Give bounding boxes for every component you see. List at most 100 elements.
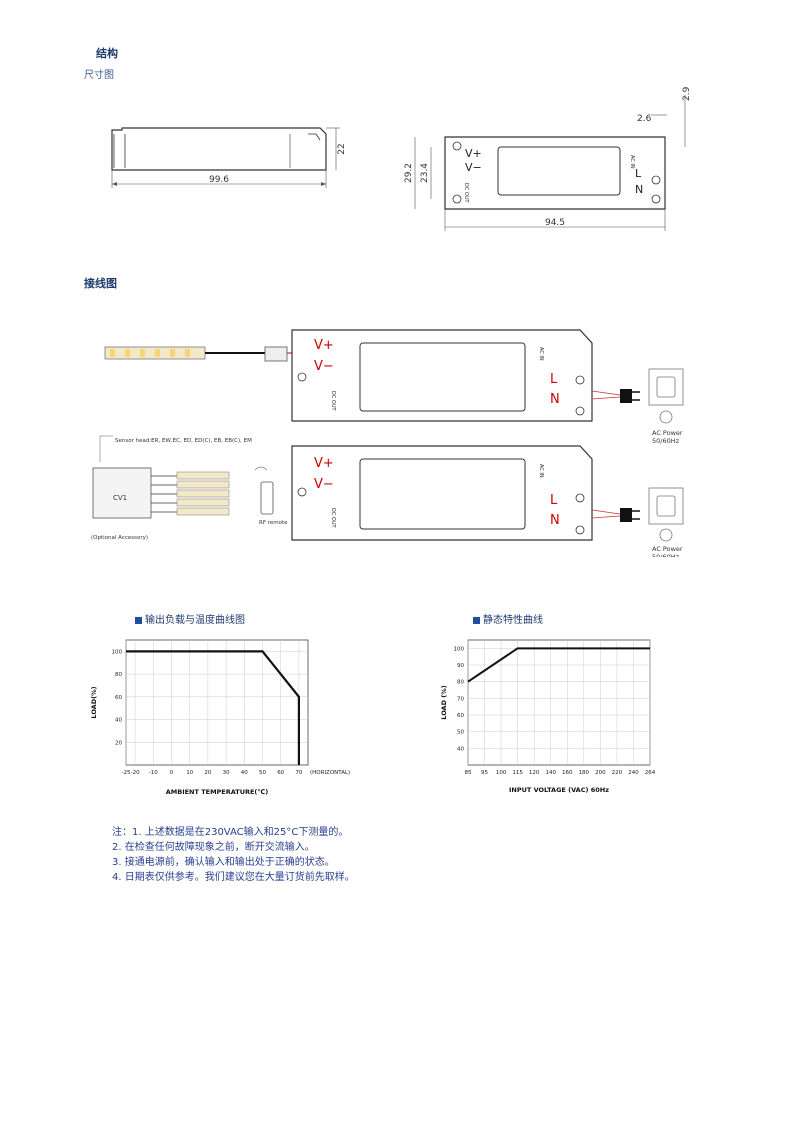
- y-tick-label: 70: [457, 696, 464, 702]
- outer-height-label: 29.2: [404, 163, 414, 183]
- side-length-label: 99.6: [209, 175, 229, 185]
- static-chart-title: 静态特性曲线: [473, 611, 543, 626]
- driver-screw: [575, 375, 585, 385]
- led-chip: [125, 349, 130, 357]
- note-2: 2. 在检查任何故障现象之前，断开交流输入。: [112, 842, 315, 853]
- sensor-heads: [151, 471, 230, 516]
- dimension-subtitle: 尺寸图: [84, 70, 114, 81]
- hole-offset-label: 2.6: [637, 114, 652, 124]
- x-tick-label: 40: [241, 770, 248, 776]
- ac-power-label: AC Power: [652, 429, 683, 437]
- side-view-drawing: 99.6 22: [111, 127, 347, 188]
- ac-wire: [591, 396, 621, 400]
- x-tick-label: 200: [595, 770, 606, 776]
- w2-l: L: [550, 493, 558, 508]
- plug: [620, 508, 632, 522]
- y-tick-label: 100: [454, 646, 465, 652]
- y-tick-label: 80: [457, 680, 464, 686]
- arrow-left: [112, 182, 117, 186]
- y-tick-label: 20: [115, 740, 122, 746]
- y-tick-label: 40: [115, 718, 122, 724]
- w2-vplus: V+: [314, 456, 334, 471]
- x-tick-label: -25: [122, 770, 131, 776]
- ac-power-label: AC Power: [652, 545, 683, 553]
- note-3: 3. 接通电源前，确认输入和输出处于正确的状态。: [112, 857, 335, 868]
- cv-label: CV1: [113, 494, 127, 502]
- x-tick-label: 10: [186, 770, 193, 776]
- sensor-strip: [176, 489, 230, 498]
- w1-dcout: DC OUT: [330, 391, 336, 412]
- ac-freq-label: 50/60Hz: [652, 553, 680, 557]
- wall-outlet: [648, 368, 684, 406]
- side-outline: [111, 127, 327, 171]
- notes-block: 注：1. 上述数据是在230VAC输入和25°C下测量的。 2. 在检查任何故障…: [112, 825, 355, 885]
- arrow-right: [321, 182, 326, 186]
- y-tick-label: 60: [457, 713, 464, 719]
- top-l: L: [635, 167, 642, 180]
- sensor-strip: [176, 480, 230, 489]
- led-chip: [170, 349, 175, 357]
- top-length-label: 94.5: [545, 218, 565, 228]
- x-tick-label: 85: [465, 770, 472, 776]
- x-tick-label: 100: [496, 770, 507, 776]
- x-tick-label: 20: [204, 770, 211, 776]
- led-chip: [155, 349, 160, 357]
- y-tick-label: 40: [457, 746, 464, 752]
- x-tick-label: -20: [131, 770, 140, 776]
- ac-wire: [591, 390, 621, 396]
- ac-symbol: [659, 410, 673, 424]
- wiring-title: 接线图: [84, 277, 117, 290]
- y-tick-label: 90: [457, 663, 464, 669]
- sensor-strip: [176, 471, 230, 480]
- wiring-diagram-1: V+ V− L N AC IN DC OUT AC Power 50/60Hz: [104, 329, 684, 445]
- note-1: 注：1. 上述数据是在230VAC输入和25°C下测量的。: [112, 827, 349, 838]
- top-vminus: V−: [465, 161, 482, 174]
- square-bullet-icon: [135, 616, 142, 624]
- wall-outlet: [648, 487, 684, 525]
- led-chip: [185, 349, 190, 357]
- top-window: [497, 146, 621, 196]
- x-axis-suffix: (HORIZONTAL): [310, 770, 350, 776]
- sensor-strip: [176, 507, 230, 516]
- top-dcout: DC OUT: [463, 183, 469, 204]
- driver-screw: [297, 372, 307, 382]
- y-axis-label: LOAD (%): [440, 685, 448, 719]
- x-tick-label: 30: [223, 770, 230, 776]
- wiring-diagram-2: Sensor head:ER, EW,EC, ED, ED(C), EB, EB…: [91, 435, 684, 557]
- top-acin: AC IN: [629, 155, 635, 169]
- y-tick-label: 80: [115, 672, 122, 678]
- connector: [264, 346, 288, 362]
- sensor-box: [92, 467, 152, 519]
- optional-label: (Optional Accessory): [91, 535, 148, 541]
- ac-wire: [591, 509, 621, 515]
- w2-n: N: [550, 513, 560, 528]
- top-vplus: V+: [465, 147, 482, 160]
- screw-bl: [452, 194, 462, 204]
- structure-title: 结构: [96, 47, 118, 60]
- x-tick-label: 70: [295, 770, 302, 776]
- x-tick-label: 140: [545, 770, 556, 776]
- driver-screw: [575, 525, 585, 535]
- w2-dcout: DC OUT: [330, 508, 336, 529]
- top-n: N: [635, 183, 643, 196]
- w2-vminus: V−: [314, 477, 334, 492]
- driver-body-1: [291, 329, 593, 422]
- driver-body-2: [291, 445, 593, 541]
- side-clip: [308, 133, 321, 141]
- series-line: [467, 647, 650, 683]
- w1-l: L: [550, 372, 558, 387]
- hole-dia-label: 2.9: [682, 86, 692, 101]
- x-axis-label: AMBIENT TEMPERATURE(℃): [166, 788, 269, 796]
- ac-freq-label: 50/60Hz: [652, 437, 680, 445]
- series-line: [126, 650, 300, 765]
- w2-acin: AC IN: [538, 464, 544, 478]
- led-chip: [140, 349, 145, 357]
- y-axis-label: LOAD(%): [90, 686, 98, 718]
- x-axis-label: INPUT VOLTAGE (VAC) 60Hz: [509, 786, 609, 794]
- inner-height-label: 23.4: [420, 163, 430, 183]
- x-tick-label: 220: [612, 770, 623, 776]
- driver-screw: [297, 487, 307, 497]
- x-tick-label: 240: [628, 770, 639, 776]
